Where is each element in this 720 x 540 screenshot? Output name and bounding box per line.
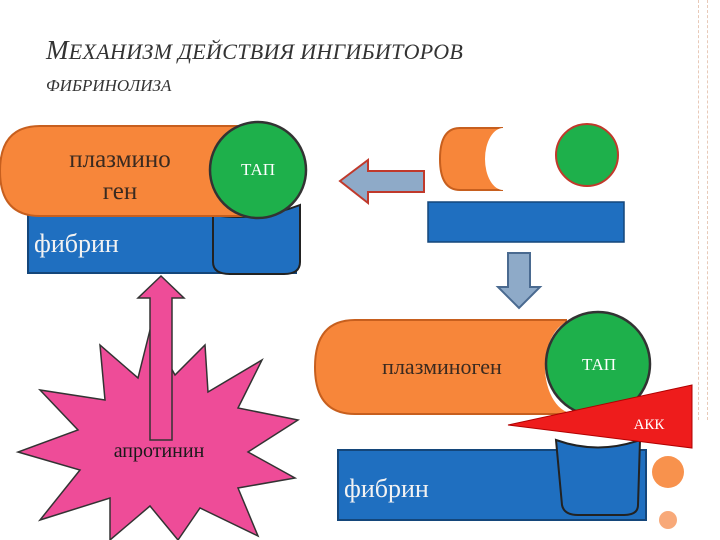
akk-wedge	[507, 384, 693, 449]
free-plasminogen-end	[485, 128, 521, 190]
slide-title: МЕХАНИЗМ ДЕЙСТВИЯ ИНГИБИТОРОВ ФИБРИНОЛИЗ…	[46, 30, 606, 106]
title-line-1: МЕХАНИЗМ ДЕЙСТВИЯ ИНГИБИТОРОВ	[46, 35, 464, 65]
free-components	[427, 123, 625, 243]
free-fibrin-bar	[427, 201, 625, 243]
arrow-left	[338, 158, 425, 206]
free-plasminogen-cylinder	[438, 127, 503, 191]
right-tap-cup	[554, 438, 642, 516]
title-line-2: ФИБРИНОЛИЗА	[46, 76, 172, 95]
left-plasminogen-label-2: ген	[102, 178, 138, 205]
arrow-down	[495, 252, 543, 310]
left-fibrin-label: фибрин	[34, 229, 119, 258]
left-complex	[0, 120, 308, 275]
akk-label: АКК	[633, 417, 665, 433]
right-fibrin-label: фибрин	[344, 474, 429, 503]
aprotinin-label: апротинин	[113, 440, 205, 462]
deco-dot-1	[652, 456, 684, 488]
right-plasminogen-cylinder	[313, 319, 567, 415]
left-tap-label: ТАП	[240, 160, 276, 179]
right-plasminogen-label: плазминоген	[382, 354, 502, 379]
right-tap-label: ТАП	[581, 355, 617, 374]
left-plasminogen-cylinder	[0, 125, 269, 217]
arrow-up	[136, 274, 186, 441]
free-tap-circle	[555, 123, 619, 187]
right-complex	[313, 310, 693, 521]
left-tap-circle	[208, 120, 308, 220]
aprotinin-group	[15, 274, 300, 540]
left-plasminogen-label-1: плазмино	[69, 146, 171, 173]
slide-decorative-border	[698, 0, 708, 420]
deco-dot-2	[659, 511, 677, 529]
